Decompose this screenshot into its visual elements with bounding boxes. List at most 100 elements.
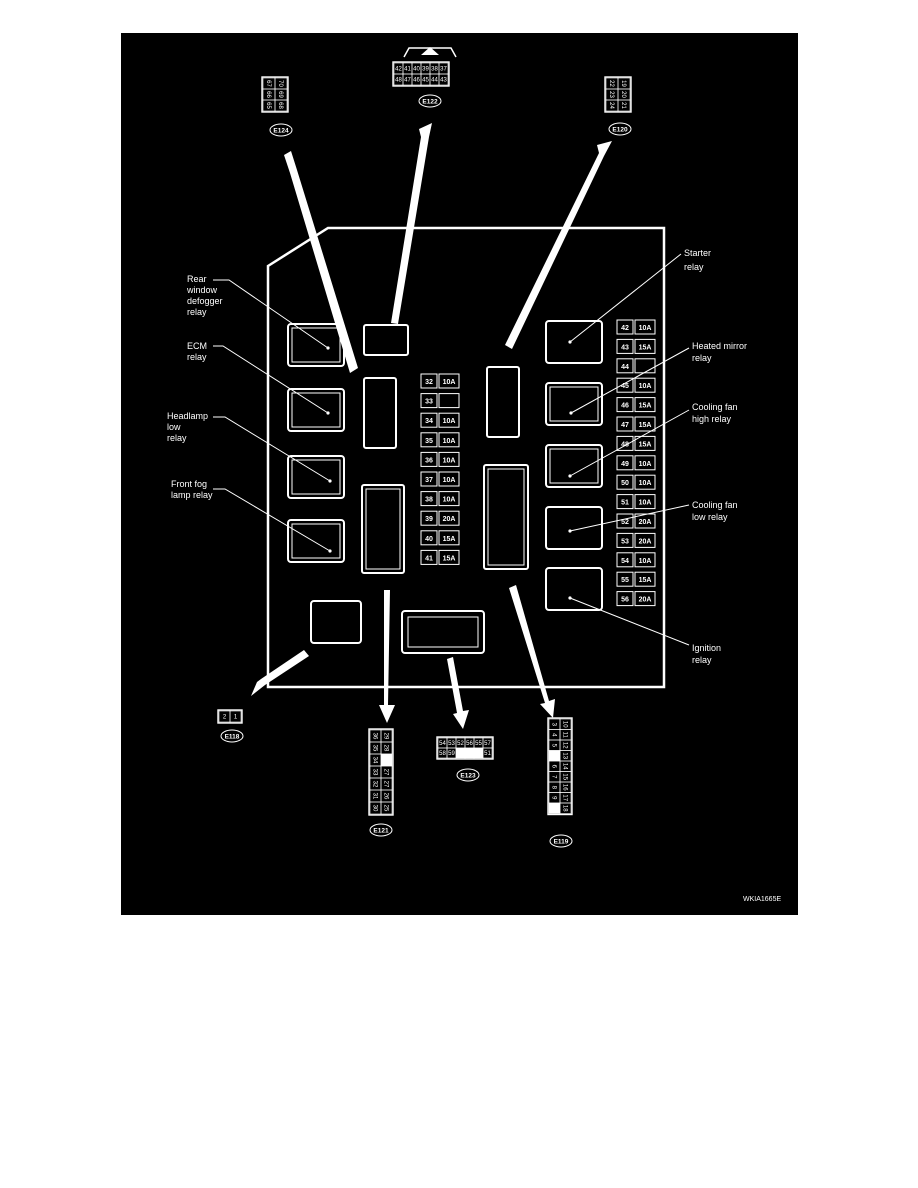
connector-pin: 67 [262, 77, 276, 90]
fuse-amperage: 10A [443, 379, 456, 386]
fuse-amperage: 20A [639, 538, 652, 545]
svg-text:19: 19 [620, 80, 626, 87]
svg-text:67: 67 [265, 80, 271, 87]
svg-text:35: 35 [372, 745, 378, 752]
connector-pin: 7 [548, 771, 561, 783]
fuse-number: 33 [425, 399, 433, 406]
connector-pin [455, 747, 466, 759]
svg-text:17: 17 [562, 794, 568, 801]
connector-pin: 11 [559, 729, 572, 741]
connector-pin [380, 753, 393, 767]
relay-starter [545, 320, 603, 364]
block-connector-right [486, 366, 520, 438]
label-cooling-fan-high-relay: Cooling fan high relay [692, 402, 740, 424]
connector-pin: 53 [446, 737, 457, 749]
svg-text:31: 31 [372, 793, 378, 800]
svg-text:55: 55 [475, 741, 482, 747]
connector-id-e119: E119 [554, 839, 569, 846]
svg-text:20: 20 [620, 91, 626, 98]
svg-text:65: 65 [265, 102, 271, 109]
fuse-number: 48 [621, 441, 629, 448]
svg-text:7: 7 [551, 775, 557, 779]
svg-text:14: 14 [562, 763, 568, 770]
connector-pin: 66 [262, 88, 276, 101]
connector-pin: 28 [380, 741, 393, 755]
connector-pin: 70 [274, 77, 288, 90]
fuse-amperage: 10A [639, 383, 652, 390]
fuse-number: 44 [621, 364, 629, 371]
connector-pin: 29 [380, 729, 393, 743]
fuse-amperage: 15A [443, 555, 456, 562]
relay-heated-mirror [545, 382, 603, 426]
fuse-number: 54 [621, 558, 629, 565]
svg-text:28: 28 [383, 745, 389, 752]
label-front-fog-relay: Front fog lamp relay [171, 479, 213, 500]
connector-pin: 37 [438, 62, 449, 75]
connector-pin: 5 [548, 739, 561, 751]
svg-text:25: 25 [383, 805, 389, 812]
connector-pin: 47 [402, 73, 413, 86]
fuse-number: 34 [425, 418, 433, 425]
connector-pin: 13 [559, 750, 572, 762]
fuse-32: 32 10A [420, 373, 460, 389]
connector-pin: 44 [429, 73, 440, 86]
connector-pin: 22 [605, 77, 619, 90]
connector-id-e124: E124 [273, 128, 289, 135]
fuse-number: 32 [425, 379, 433, 386]
svg-text:48: 48 [395, 78, 402, 84]
svg-text:43: 43 [440, 78, 447, 84]
connector-pin: 55 [473, 737, 484, 749]
block-fusible-left [361, 484, 405, 574]
svg-text:21: 21 [620, 102, 626, 109]
svg-text:42: 42 [395, 67, 402, 73]
connector-pin: 15 [559, 771, 572, 783]
connector-pin: 56 [464, 737, 475, 749]
svg-text:51: 51 [484, 751, 491, 757]
connector-pin: 32 [369, 777, 382, 791]
connector-pin: 23 [605, 88, 619, 101]
fuse-number: 38 [425, 497, 433, 504]
connector-pin: 35 [369, 741, 382, 755]
svg-text:57: 57 [484, 741, 491, 747]
connector-pin: 52 [455, 737, 466, 749]
arrow-to-e124 [284, 151, 358, 373]
block-connector-left [363, 377, 397, 449]
svg-text:41: 41 [404, 67, 411, 73]
connector-pin: 45 [420, 73, 431, 86]
connector-pin: 54 [437, 737, 448, 749]
connector-pin: 43 [438, 73, 449, 86]
connector-pin: 48 [393, 73, 404, 86]
arrow-to-e122 [391, 123, 432, 324]
relay-ignition [545, 567, 603, 611]
connector-id-e120: E120 [612, 127, 628, 134]
fuse-number: 35 [425, 438, 433, 445]
connector-pin: 25 [380, 801, 393, 815]
connector-pin: 10 [559, 718, 572, 730]
svg-text:37: 37 [440, 67, 447, 73]
relay-cooling-fan-high [545, 444, 603, 488]
svg-text:40: 40 [413, 67, 420, 73]
figure-code: WKIA1665E [743, 896, 781, 903]
fuse-number: 51 [621, 500, 629, 507]
fuse-amperage: 10A [639, 480, 652, 487]
fuse-amperage: 10A [443, 497, 456, 504]
connector-pin [464, 747, 475, 759]
svg-text:5: 5 [551, 744, 557, 748]
connector-pin: 68 [274, 99, 288, 112]
